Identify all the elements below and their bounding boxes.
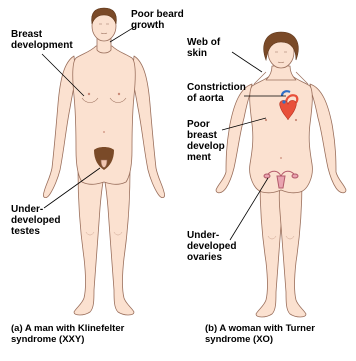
label-poor-beard-growth: Poor beard growth	[131, 9, 184, 31]
male-left-leg	[74, 170, 103, 315]
female-left-leg	[256, 180, 283, 317]
male-left-arm	[43, 56, 76, 198]
label-underdeveloped-ovaries: Under- developed ovaries	[187, 230, 236, 263]
female-right-arm	[310, 84, 346, 193]
caption-klinefelter: (a) A man with Klinefelter syndrome (XXY…	[11, 323, 124, 345]
leader-web-of-skin	[232, 52, 262, 72]
male-right-leg	[105, 170, 134, 315]
caption-turner: (b) A woman with Turner syndrome (XO)	[205, 323, 315, 345]
label-underdeveloped-testes: Under- developed testes	[11, 204, 60, 237]
female-right-leg	[279, 180, 306, 317]
male-right-arm	[132, 56, 165, 198]
male-genitals	[101, 160, 107, 168]
label-poor-breast-development: Poor breast develop ment	[187, 119, 225, 163]
label-web-of-skin: Web of skin	[187, 37, 220, 59]
label-constriction-of-aorta: Constriction of aorta	[187, 82, 246, 104]
label-breast-development: Breast development	[11, 29, 73, 51]
